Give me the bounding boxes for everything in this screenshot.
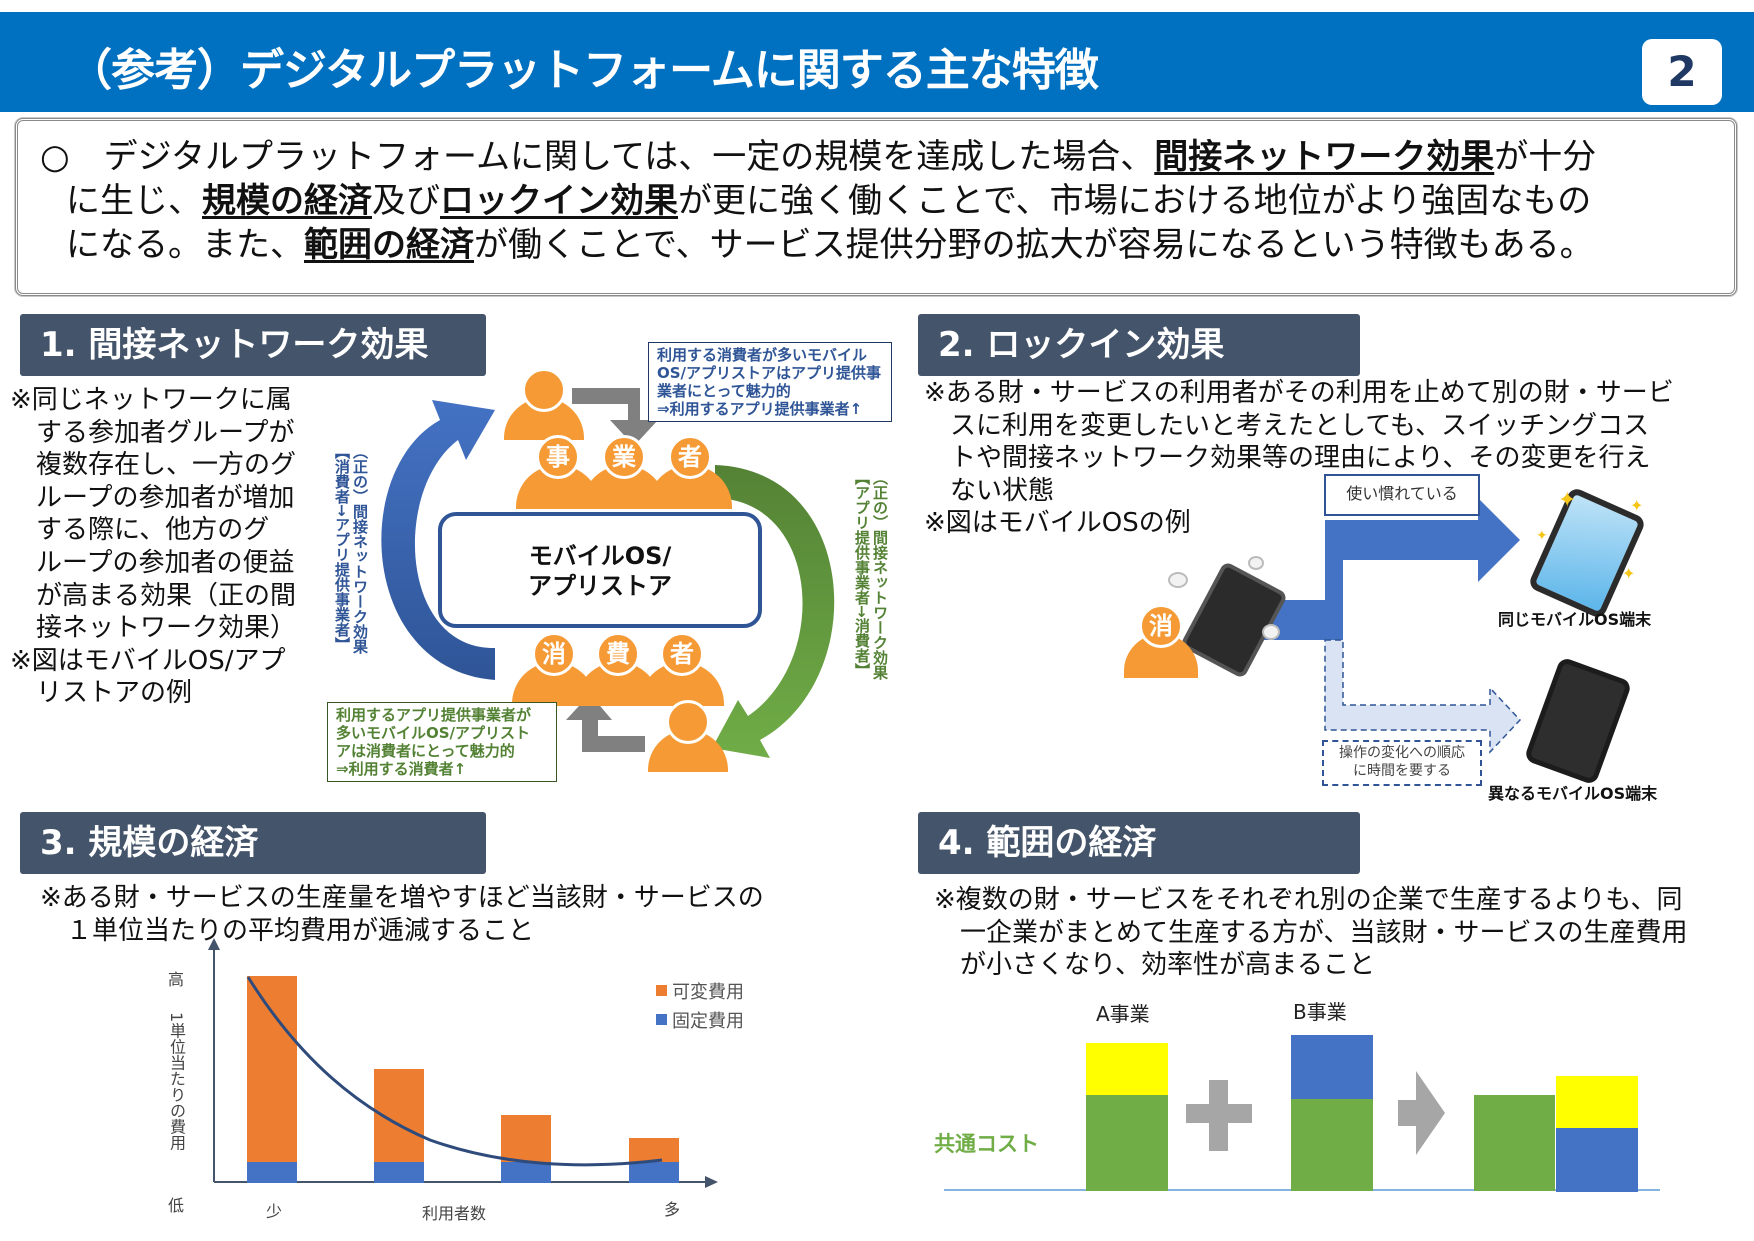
summary-line-2: に生じ、規模の経済及びロックイン効果が更に強く働くことで、市場における地位がより… [66,181,1592,221]
consumer-group-person-2: 費 [576,632,660,706]
business-person-icon [504,368,584,440]
different-os-label: 異なるモバイルOS端末 [1488,784,1658,803]
section-4-title: 4. 範囲の経済 [918,812,1360,874]
keyword-indirect-network-effect: 間接ネットワーク効果 [1154,137,1495,177]
sparkle-icon: ✦ [1630,496,1644,515]
y-axis-low-label: 低 [168,1196,185,1215]
sparkle-icon: ✦ [1536,528,1548,544]
dust-cloud-icon [1168,572,1188,588]
lockin-solid-arrow [1220,498,1520,640]
legend-variable-cost: 可変費用 [672,982,744,1003]
platform-box: モバイルOS/ アプリストア [438,512,762,628]
combined-b-specific [1556,1128,1638,1192]
legend-swatch-variable [656,985,667,996]
gray-arrow-top [572,388,658,446]
summary-line-1: ○ デジタルプラットフォームに関しては、一定の規模を達成した場合、間接ネットワー… [40,137,1597,177]
legend-swatch-fixed [656,1014,667,1025]
section-3-note: ※ある財・サービスの生産量を増やすほど当該財・サービスの １単位当たりの平均費用… [40,883,764,946]
plus-icon [1186,1080,1252,1151]
x-axis-label: 利用者数 [422,1204,487,1223]
dust-cloud-icon [1262,624,1280,640]
right-network-effect-label-2: 【アプリ提供事業者→消費者】 [853,470,871,678]
x-axis-low-label: 少 [266,1202,283,1221]
left-network-effect-label-1: （正の）間接ネットワーク効果 [351,444,369,654]
dust-cloud-icon [1248,556,1264,570]
section-1-title: 1. 間接ネットワーク効果 [20,314,486,376]
x-axis-high-label: 多 [664,1200,681,1219]
consumer-person-icon [648,700,728,772]
bar-4-variable [629,1138,679,1162]
page-number-badge: 2 [1642,39,1722,105]
bar-3-variable [501,1115,551,1162]
sparkle-icon: ✦ [1622,564,1636,583]
consumer-group-person-3: 者 [640,632,724,706]
business-group-person-3: 者 [648,435,732,509]
green-curved-arrow [712,465,835,758]
lockin-dashed-arrow [1324,639,1522,754]
b-business-label: B事業 [1293,1000,1347,1024]
average-cost-curve [246,976,663,1167]
gray-arrow-bottom [566,694,645,752]
sparkle-icon: ✦ [1558,488,1577,513]
y-axis-high-label: 高 [168,970,185,989]
adapt-time-label-box: 操作の変化への順応 に時間を要する [1322,740,1482,786]
b-business-specific [1291,1035,1373,1099]
page-title: （参考）デジタルプラットフォームに関する主な特徴 [68,45,1099,96]
bar-2-fixed [374,1162,424,1183]
blue-curved-arrow [381,400,495,680]
a-business-label: A事業 [1096,1002,1150,1026]
keyword-lock-in-effect: ロックイン効果 [440,181,678,221]
right-arrow-icon [1398,1071,1445,1155]
section-4-note: ※複数の財・サービスをそれぞれ別の企業で生産するよりも、同 一企業がまとめて生産… [934,885,1688,980]
bar-3-fixed [501,1162,551,1183]
section-1-note: ※同じネットワークに属 する参加者グループが 複数存在し、一方のグ ループの参加… [10,385,297,709]
y-axis-label: 1単位当たりの費用 [167,1012,186,1151]
bar-1-fixed [247,1162,297,1183]
consumer-icon: 消 [1124,604,1198,678]
section-2-note: ※ある財・サービスの利用者がその利用を止めて別の財・サービ スに利用を変更したい… [924,378,1674,538]
common-cost-label: 共通コスト [934,1132,1039,1156]
b-business-common [1291,1099,1373,1191]
callout-bottom: 利用するアプリ提供事業者が 多いモバイルOS/アプリスト アは消費者にとって魅力… [327,702,557,782]
a-business-common [1086,1095,1168,1191]
legend-fixed-cost: 固定費用 [672,1011,744,1032]
callout-top: 利用する消費者が多いモバイル OS/アプリストアはアプリ提供事 業者にとって魅力… [648,342,892,422]
summary-line-3: になる。また、範囲の経済が働くことで、サービス提供分野の拡大が容易になるという特… [66,225,1594,265]
title-bar: （参考）デジタルプラットフォームに関する主な特徴 2 [0,12,1754,112]
combined-a-specific [1556,1076,1638,1128]
summary-box: ○ デジタルプラットフォームに関しては、一定の規模を達成した場合、間接ネットワー… [15,118,1737,296]
left-network-effect-label-2: 【消費者→アプリ提供事業者】 [333,444,351,652]
a-business-specific [1086,1043,1168,1095]
section-2-title: 2. ロックイン効果 [918,314,1360,376]
right-network-effect-label-1: （正の）間接ネットワーク効果 [871,470,889,680]
bar-4-fixed [629,1162,679,1183]
section-3-title: 3. 規模の経済 [20,812,486,874]
keyword-economies-of-scale: 規模の経済 [202,181,372,221]
combined-common [1474,1095,1555,1191]
used-to-label-box: 使い慣れている [1324,474,1480,516]
bar-1-variable [247,976,297,1162]
summary-text: ○ デジタルプラットフォームに関しては、一定の規模を達成した場合、間接ネットワー… [40,135,1730,267]
keyword-economies-of-scope: 範囲の経済 [304,225,474,265]
same-os-label: 同じモバイルOS端末 [1498,610,1652,629]
